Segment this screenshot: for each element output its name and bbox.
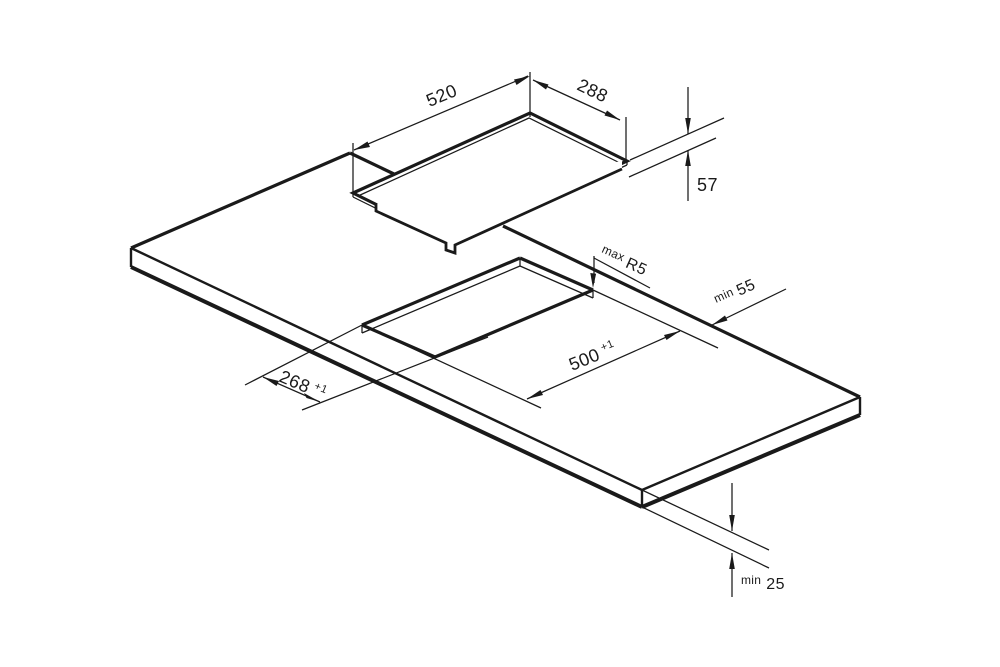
dim-288-line	[532, 79, 621, 121]
dim-hob-height: 57	[628, 87, 725, 201]
dim-520-arrow-right	[514, 76, 530, 85]
dim-57-extension-top	[629, 117, 725, 161]
dim-500-label: 500+1	[566, 338, 619, 375]
dim-57-label: 57	[697, 175, 718, 195]
dim-500-line	[526, 330, 681, 400]
worktop-front-left-top-edge	[130, 246, 643, 492]
dim-268-arrow-left	[263, 377, 279, 386]
dim-25-arrow-down	[729, 515, 735, 531]
worktop-back-right-edge-a	[349, 151, 395, 176]
cutout-inner-wall-back-right	[519, 265, 594, 299]
dim-55-label: min55	[712, 275, 759, 309]
dim-55-extension	[592, 289, 719, 349]
hob	[349, 111, 631, 255]
cutout-back-right-edge	[519, 256, 594, 292]
dim-520-line	[353, 75, 529, 151]
dim-hob-length: 520	[352, 72, 531, 194]
cutout-front-right-edge	[434, 288, 594, 359]
dim-57-arrow-down	[685, 118, 691, 134]
dim-hob-width: 288	[532, 75, 627, 162]
dim-268-arrow-right	[304, 393, 320, 402]
dim-500-arrow-left	[527, 390, 543, 399]
dim-268-extension-right	[301, 336, 489, 411]
hob-body-fill	[376, 161, 622, 253]
hob-body-outline	[374, 167, 623, 255]
dim-cutout-width: 268+1	[244, 324, 489, 411]
worktop-back-left-edge	[130, 151, 351, 250]
worktop-front-right-top-edge	[641, 395, 861, 492]
dim-55-arrow	[712, 315, 728, 325]
dim-cutout-length: 500+1	[361, 324, 681, 409]
dim-25-extension-top	[641, 489, 770, 551]
cutout-inner-wall-back-left	[361, 265, 521, 334]
dim-500-arrow-right	[664, 331, 680, 340]
worktop-front-right-bottom-edge	[641, 413, 861, 509]
worktop-cutout	[361, 256, 594, 359]
dim-57-arrow-up	[685, 150, 691, 166]
cutout-back-left-edge	[361, 256, 521, 327]
dim-288-arrow-right	[604, 110, 620, 120]
dim-rear-distance: min55	[592, 275, 787, 349]
dim-520-label: 520	[423, 80, 460, 111]
dim-500-extension-left	[361, 324, 542, 409]
hob-glass-inner-border	[357, 117, 623, 197]
dim-288-arrow-left	[533, 80, 549, 90]
dim-268-label: 268+1	[276, 366, 329, 404]
worktop	[129, 151, 862, 509]
dim-r5-arrow	[590, 273, 597, 288]
dim-268-extension-left	[244, 324, 363, 386]
dim-r5-leader	[593, 257, 651, 289]
dim-25-extension-bottom	[641, 506, 770, 569]
worktop-back-right-edge-b	[502, 224, 861, 399]
dim-520-arrow-left	[354, 141, 370, 150]
dim-25-arrow-up	[729, 553, 735, 569]
dim-57-extension-bottom	[628, 137, 717, 178]
worktop-front-left-bottom-edge	[130, 265, 643, 509]
